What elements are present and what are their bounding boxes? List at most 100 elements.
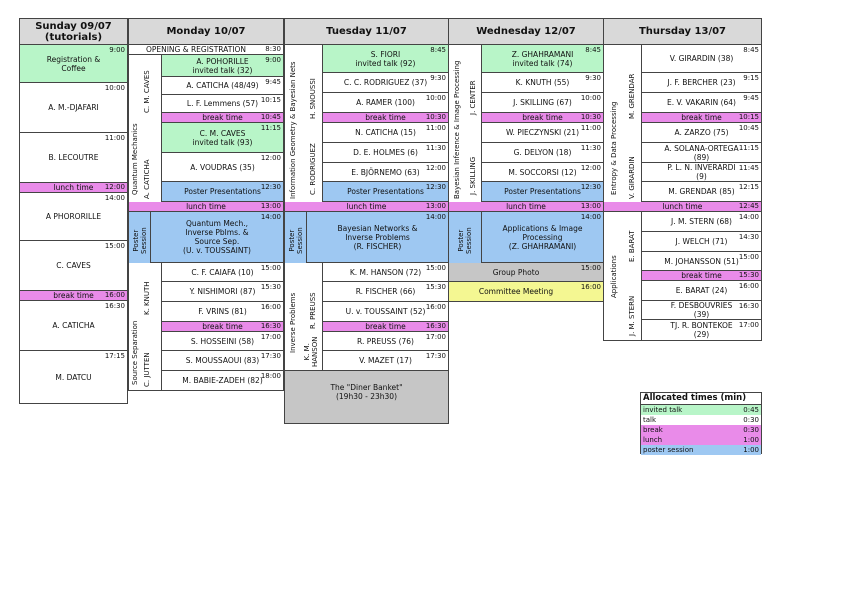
poster-session-label: Poster Session [129,212,151,263]
slot-poster-session: Applications & Image Processing (Z. GHAH… [482,212,603,263]
slot-talk: V. GIRARDIN (38)8:45 [642,45,761,73]
slot-invited-talk: C. M. CAVES invited talk (93)11:15 [162,123,283,153]
slot-talk: M. JOHANSSON (51)15:00 [642,252,761,271]
day-column-wednesday: Wednesday 12/07 Bayesian Inference & Ima… [448,18,604,302]
slot-talk: J. WELCH (71)14:30 [642,232,761,252]
day-title: Sunday 09/07 [35,20,112,32]
day-header: Sunday 09/07 (tutorials) [20,19,127,45]
day-header: Tuesday 11/07 [285,19,448,45]
slot-poster-session: Quantum Mech., Inverse Pblms. & Source S… [151,212,283,263]
slot-talk: J. M. STERN (68)14:00 [642,212,761,232]
slot-talk: S. MOUSSAOUI (83)17:30 [162,351,283,371]
day-title: Thursday 13/07 [638,26,727,37]
slot-talk: C. C. RODRIGUEZ (37)9:30 [323,73,448,93]
slot-talk: A. RAMER (100)10:00 [323,93,448,113]
session-chair: K. KNUTH [143,281,151,315]
session-label: Inverse Problems [289,292,297,353]
slot-talk: E. V. VAKARIN (64)9:45 [642,93,761,113]
day-header: Thursday 13/07 [604,19,761,45]
slot-dinner: The "Diner Banket" (19h30 - 23h30) [285,371,448,423]
session-label: Entropy & Data Processing [610,101,618,195]
session-chair: M. GRENDAR [628,73,636,119]
day-header: Wednesday 12/07 [449,19,603,45]
slot-talk: M. BABIE-ZADEH (82)18:00 [182,372,281,385]
session-label: Bayesian Inference & Image Processing [453,60,461,199]
slot-talk: G. DELYON (18)11:30 [482,143,603,163]
day-column-thursday: Thursday 13/07 Entropy & Data Processing… [603,18,762,341]
day-title: Monday 10/07 [166,26,246,37]
session-bayesian-inference: Bayesian Inference & Image Processing J.… [449,45,482,202]
poster-session-label: Poster Session [449,212,482,263]
slot-talk: R. PREUSS (76)17:00 [323,332,448,351]
slot-talk: A. SOLANA-ORTEGA (89)11:15 [642,143,761,163]
session-chair: J. M. STERN [628,295,636,336]
day-header: Monday 10/07 [129,19,283,45]
slot-poster-session: Bayesian Networks & Inverse Problems (R.… [307,212,448,263]
slot-talk: K. M. HANSON (72)15:00 [323,263,448,282]
session-chair: C. M. CAVES [143,70,151,113]
slot-talk: A. CATICHA (48/49)9:45 [162,77,283,95]
slot-talk: J. F. BERCHER (23)9:15 [642,73,761,93]
session-chair: E. BARAT [628,230,636,262]
session-chair: J. SKILLING [469,156,477,195]
slot-talk: F. DESBOUVRIES (39)16:30 [642,301,761,320]
slot-talk: C. F. CAIAFA (10)15:00 [162,263,283,282]
slot-talk: R. FISCHER (66)15:30 [323,282,448,302]
session-chair: C. JUTTEN [143,352,151,387]
session-chair: K. M. HANSON [303,336,319,367]
session-chair: C. RODRIGUEZ [309,143,317,195]
session-label: Source Separation [131,320,139,385]
slot-talk: Y. NISHIMORI (87)15:30 [162,282,283,302]
slot-talk: K. KNUTH (55)9:30 [482,73,603,93]
day-title: Tuesday 11/07 [326,26,407,37]
session-quantum-mechanics: Quantum Mechanics C. M. CAVES A. CATICHA [129,55,162,202]
slot-talk: V. MAZET (17)17:30 [323,351,448,371]
slot-talk: P. L. N. INVERARDI (9)11:45 [642,163,761,182]
slot-talk: D. E. HOLMES (6)11:30 [323,143,448,163]
slot-talk: E. BJÖRNEMO (63)12:00 [323,163,448,182]
session-source-separation: Source Separation K. KNUTH C. JUTTEN [129,263,162,390]
slot-talk: M. SOCCORSI (12)12:00 [482,163,603,182]
slot-talk: N. CATICHA (15)11:00 [323,123,448,143]
session-inverse-problems: Inverse Problems R. PREUSS K. M. HANSON [285,263,323,371]
slot-invited-talk: Z. GHAHRAMANI invited talk (74)8:45 [482,45,603,73]
session-chair: H. SNOUSSI [309,78,317,119]
session-information-geometry: Information Geometry & Bayesian Nets H. … [285,45,323,202]
session-applications: Applications E. BARAT J. M. STERN [604,212,642,340]
slot-invited-talk: S. FIORI invited talk (92)8:45 [323,45,448,73]
session-chair: J. CENTER [469,80,477,115]
day-title: Wednesday 12/07 [476,26,576,37]
session-label: Quantum Mechanics [131,123,139,195]
session-chair: V. GIRARDIN [628,156,636,199]
poster-session-label: Poster Session [285,212,307,263]
slot-talk: A. VOUDRAS (35)12:00 [162,153,283,182]
slot-talk: E. BARAT (24)16:00 [642,281,761,301]
